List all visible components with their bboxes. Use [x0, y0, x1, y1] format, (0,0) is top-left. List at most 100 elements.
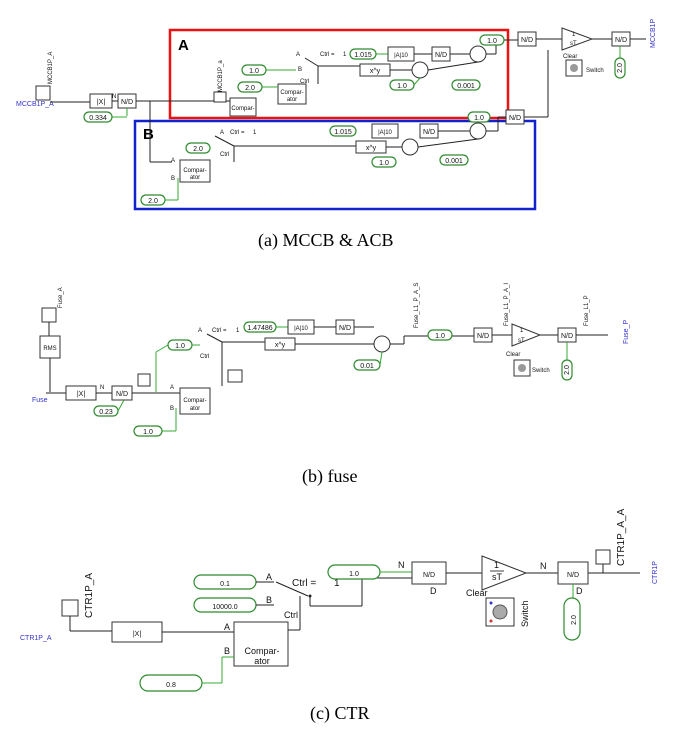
- fuse-comp-meter: [227, 369, 243, 383]
- fuse-meter4-label: Fuse_L1_P_A_I: [504, 283, 510, 326]
- mccb-const-1d: [467, 111, 491, 123]
- mccb-const-0001b-text: 0.001: [445, 158, 463, 165]
- fuse-meter: [41, 307, 57, 323]
- fuse-diagram: Fuse_A RMS Fuse |X| N N/D 0.23 Compar- a…: [32, 283, 630, 437]
- fuse-const-10-text: 1.0: [175, 343, 185, 350]
- ctr-const-20-text: 2.0: [571, 615, 578, 625]
- mccb-sum-a2: [469, 45, 487, 63]
- mccb-const-1e-text: 1.0: [379, 160, 389, 167]
- mccb-sum-b2: [469, 122, 487, 140]
- ctr-const-10000-text: 10000.0: [212, 604, 237, 611]
- fuse-meter5-label: Fuse_L1_P: [584, 295, 590, 326]
- mccb-b-ctrl-eq: Ctrl =: [230, 130, 245, 136]
- mccb-switch-label: Switch: [586, 68, 604, 74]
- region-b-label: B: [143, 126, 154, 143]
- ctr-n-label: N: [398, 560, 405, 570]
- fuse-const-023-text: 0.23: [99, 409, 113, 416]
- ctr-input-label: CTR1P_A: [20, 635, 52, 642]
- mccb-xy-text: x^y: [370, 68, 381, 75]
- fuse-ctrl-eq: Ctrl =: [212, 328, 227, 334]
- ctr-const-08-text: 0.8: [166, 682, 176, 689]
- mccb-const-1-text: 1.0: [249, 68, 259, 75]
- mccb-const-2c: [185, 142, 211, 154]
- fuse-meter3-label: Fuse_L1_P_A_S: [414, 283, 420, 328]
- ctr-diagram: CTR1P_A CTR1P_A |X| A Compar- ator B 0.8…: [20, 508, 659, 692]
- ctr-meter-label: CTR1P_A: [84, 573, 95, 618]
- mccb-clear-label: Clear: [563, 54, 577, 60]
- ctr-meter-out-label: CTR1P_A_A: [616, 508, 627, 566]
- ctr-nd-2-text: N/D: [567, 572, 579, 579]
- fuse-rms-text: RMS: [43, 346, 56, 352]
- fuse-nd-input-text: N/D: [116, 391, 128, 398]
- fuse-const-10c: [427, 329, 453, 341]
- fuse-integ-st: sT: [518, 338, 525, 344]
- fuse-nd-out2-text: N/D: [561, 333, 573, 340]
- ctr-d-label: D: [430, 586, 437, 596]
- fuse-comparator-text2: ator: [190, 406, 200, 412]
- mccb-const-2d-text: 2.0: [148, 198, 158, 205]
- caption-a: (a) MCCB & ACB: [258, 230, 394, 251]
- fuse-xy-text: x^y: [275, 342, 286, 349]
- mccb-integ-1: 1: [572, 32, 576, 38]
- mccb-const-1b-text: 1.0: [397, 83, 407, 90]
- caption-c: (c) CTR: [310, 703, 369, 724]
- mccb-pow-block-b: [371, 123, 399, 139]
- mccb-const-1d-text: 1.0: [474, 115, 484, 122]
- caption-b: (b) fuse: [302, 466, 357, 487]
- mccb-comparator-b: [179, 159, 211, 183]
- fuse-switch-label: Switch: [532, 368, 550, 374]
- ctr-comparator-text2: ator: [254, 656, 270, 666]
- mccb-abs-text: |X|: [97, 99, 105, 106]
- mccb-xy-b-text: x^y: [366, 145, 377, 152]
- mccb-switch-b-port: B: [298, 67, 302, 73]
- mccb-const-2-text: 2.0: [245, 85, 255, 92]
- fuse-ctrl-val: 1: [236, 328, 240, 334]
- mccb-pow-b-text: |A|10: [378, 130, 392, 136]
- mccb-const-0001-text: 0.001: [457, 83, 475, 90]
- region-a-label: A: [178, 37, 189, 54]
- fuse-comparator: [179, 387, 211, 415]
- fuse-input-label: Fuse: [32, 397, 48, 404]
- ctr-clear-label: Clear: [466, 588, 488, 598]
- ctr-comp-port-b: B: [224, 646, 230, 656]
- ctr-const-01-text: 0.1: [220, 581, 230, 588]
- mccb-nd-a-text: N/D: [435, 52, 447, 59]
- ctr-integ-st: sT: [492, 572, 503, 582]
- fuse-const-10c-text: 1.0: [435, 333, 445, 340]
- mccb-ctrl-val: 1: [343, 52, 347, 58]
- mccb-pow-text: |A|10: [394, 53, 408, 59]
- ctr-meter: [61, 599, 79, 617]
- fuse-abs-text: |X|: [77, 391, 85, 398]
- mccb-nd-out1-text: N/D: [521, 37, 533, 44]
- region-b-box: [133, 119, 537, 211]
- fuse-comp-port-a: A: [170, 385, 174, 391]
- mccb-ctrl-eq: Ctrl =: [320, 52, 335, 58]
- ctr-const-20: [563, 597, 581, 641]
- mccb-comp-b-port-b: B: [171, 176, 175, 182]
- mccb-comparator-a2-text2: ator: [287, 97, 297, 103]
- fuse-const-147486-text: 1.47486: [247, 325, 272, 332]
- fuse-meter2: [137, 373, 151, 387]
- mccb-const-1c-text: 1.0: [487, 38, 497, 45]
- fuse-switch-a-port: A: [198, 328, 202, 334]
- mccb-n-label: N: [112, 94, 116, 100]
- mccb-comparator-a2: [277, 83, 307, 105]
- mccb-nd-input-text: N/D: [121, 99, 133, 106]
- fuse-integ-1: 1: [520, 328, 524, 334]
- ctr-integ-1: 1: [494, 560, 499, 570]
- ctr-switch-a-port: A: [266, 572, 272, 582]
- mccb-switch-a-port: A: [296, 52, 300, 58]
- mccb-comp-b-port-a: A: [171, 158, 175, 164]
- mccb-meter2-label: MCCB1P_a: [218, 60, 224, 92]
- mccb-sum-a1: [411, 61, 429, 79]
- mccb-b-switch-a-port: A: [220, 130, 224, 136]
- fuse-comparator-text: Compar-: [183, 398, 206, 404]
- mccb-b-ctrl-val: 1: [253, 130, 257, 136]
- ctr-switch-knob-icon: [492, 604, 508, 620]
- ctr-comparator: [233, 621, 289, 667]
- mccb-const-1015-text: 1.015: [354, 52, 372, 59]
- mccb-integ-st: sT: [570, 41, 577, 47]
- ctr-d-label-2: D: [576, 586, 583, 596]
- fuse-clear-label: Clear: [506, 352, 520, 358]
